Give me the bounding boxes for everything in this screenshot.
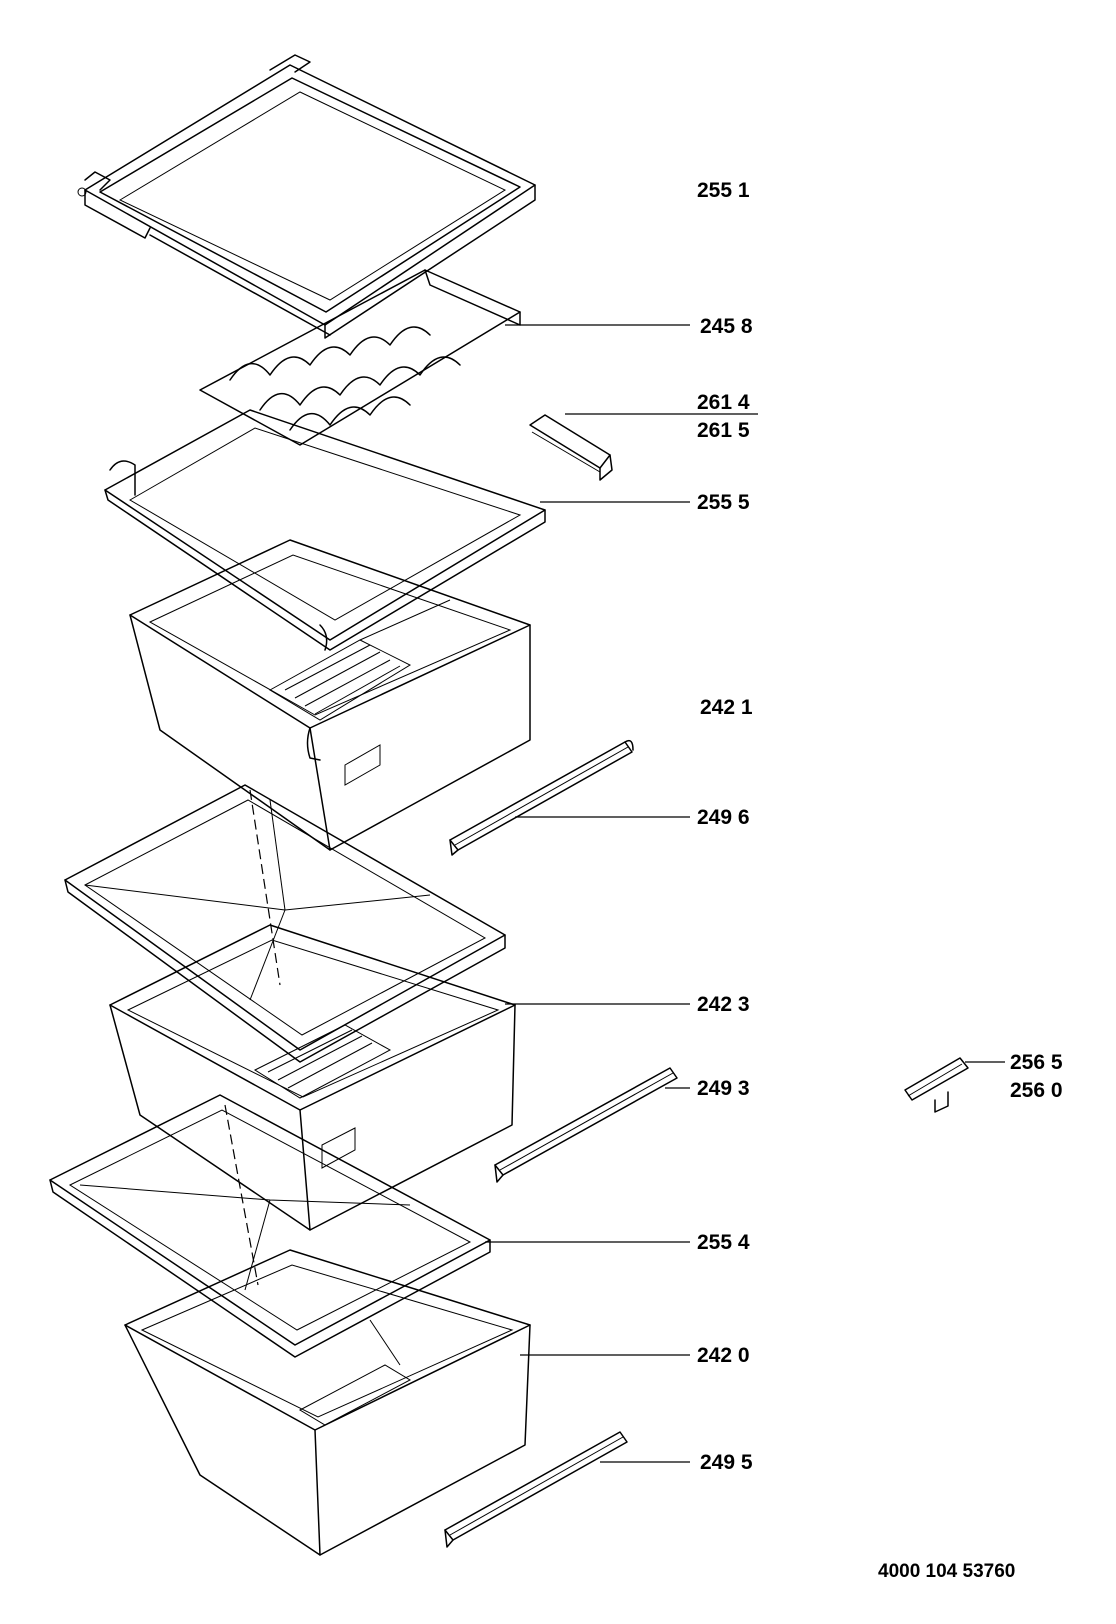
part-label-255-1: 255 1 bbox=[697, 179, 750, 202]
document-number: 4000 104 53760 bbox=[878, 1561, 1016, 1582]
bottle-rack bbox=[199, 269, 521, 446]
shelf-frame-lower bbox=[49, 1094, 491, 1358]
part-label-249-3: 249 3 bbox=[697, 1077, 750, 1100]
part-label-249-6: 249 6 bbox=[697, 806, 750, 829]
small-clip bbox=[904, 1057, 969, 1113]
part-label-242-1: 242 1 bbox=[700, 696, 753, 719]
part-label-242-3: 242 3 bbox=[697, 993, 750, 1016]
part-label-255-4: 255 4 bbox=[697, 1231, 750, 1254]
crisper-drawer-upper bbox=[129, 539, 531, 851]
leader-lines bbox=[485, 324, 1005, 1463]
part-label-249-5: 249 5 bbox=[700, 1451, 753, 1474]
crisper-drawer-middle bbox=[109, 924, 516, 1231]
part-label-242-0: 242 0 bbox=[697, 1344, 750, 1367]
shelf-frame-middle bbox=[64, 784, 506, 1063]
drawer-rail-upper bbox=[449, 739, 634, 856]
small-bracket bbox=[529, 414, 613, 481]
crisper-drawer-lower bbox=[124, 1249, 531, 1556]
part-label-261-4: 261 4 bbox=[697, 391, 750, 414]
crisper-cover-frame bbox=[104, 409, 546, 651]
part-label-245-8: 245 8 bbox=[700, 315, 753, 338]
part-label-256-0: 256 0 bbox=[1010, 1079, 1063, 1102]
top-glass-shelf bbox=[77, 54, 536, 339]
part-label-255-5: 255 5 bbox=[697, 491, 750, 514]
part-label-256-5: 256 5 bbox=[1010, 1051, 1063, 1074]
drawer-rail-lower bbox=[444, 1431, 628, 1548]
drawer-rail-middle bbox=[494, 1067, 678, 1183]
part-label-261-5: 261 5 bbox=[697, 419, 750, 442]
